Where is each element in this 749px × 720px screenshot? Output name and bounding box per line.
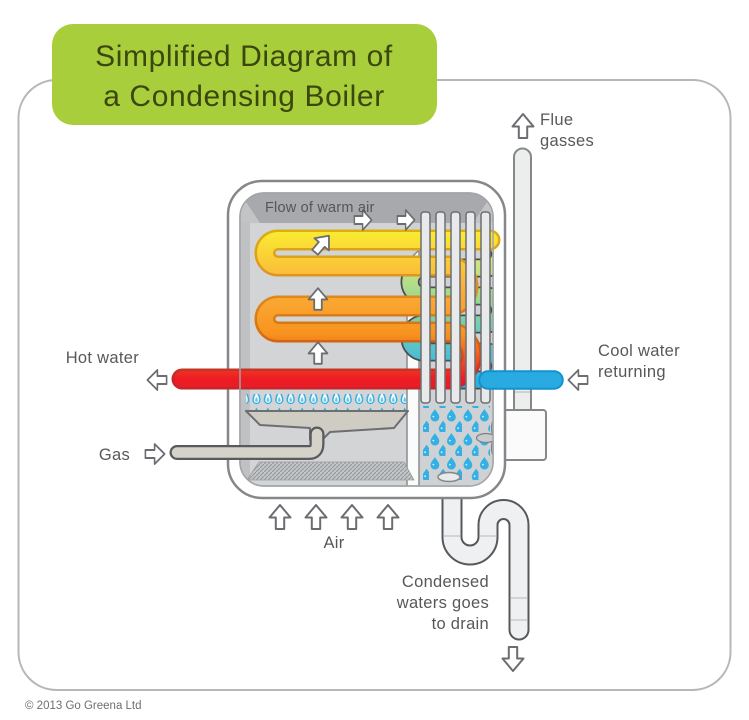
- fan-icon: [475, 417, 493, 459]
- drain-down-arrow-icon: [501, 646, 525, 672]
- hot-water-left-arrow-icon: [146, 369, 168, 391]
- air-up-arrow-icon: [304, 504, 328, 530]
- copyright-text: © 2013 Go Greena Ltd: [25, 700, 142, 712]
- air-up-arrow-icon: [340, 504, 364, 530]
- air-grille: [246, 461, 415, 481]
- flue-pipe: [503, 147, 547, 461]
- condensate-trap-pipe: [441, 479, 530, 641]
- gas-pipe: [169, 426, 325, 460]
- flue-connector-box: [503, 409, 547, 461]
- page-title-line2: a Condensing Boiler: [103, 80, 385, 113]
- drain-hole: [437, 471, 461, 483]
- interior-edge: [239, 192, 494, 487]
- label-air: Air: [323, 534, 344, 552]
- label-cool-water-line1: Cool water: [598, 342, 680, 360]
- label-hot-water: Hot water: [66, 349, 140, 367]
- label-flue-line2: gasses: [540, 132, 594, 150]
- label-gas: Gas: [99, 446, 130, 464]
- label-condensed-line2: waters goes: [396, 594, 489, 612]
- label-flow-of-warm-air: Flow of warm air: [265, 200, 375, 216]
- left-wall-shadow: [240, 222, 250, 486]
- label-flue-line1: Flue: [540, 111, 573, 129]
- label-condensed-line3: to drain: [432, 615, 489, 633]
- heat-exchanger-bars: [420, 211, 491, 404]
- air-up-arrow-icon: [376, 504, 400, 530]
- burner-flames: [246, 394, 406, 413]
- condensate-droplets: [423, 406, 490, 480]
- condensing-coil: [402, 232, 493, 388]
- label-condensed-line1: Condensed: [402, 573, 489, 591]
- page-title-line1: Simplified Diagram of: [95, 40, 393, 73]
- gas-right-arrow-icon: [144, 443, 166, 465]
- air-up-arrow-icon: [268, 504, 292, 530]
- label-cool-water-line2: returning: [598, 363, 666, 381]
- cool-water-left-arrow-icon: [567, 369, 589, 391]
- flue-up-arrow-icon: [511, 113, 535, 139]
- title-box: Simplified Diagram of a Condensing Boile…: [52, 24, 437, 125]
